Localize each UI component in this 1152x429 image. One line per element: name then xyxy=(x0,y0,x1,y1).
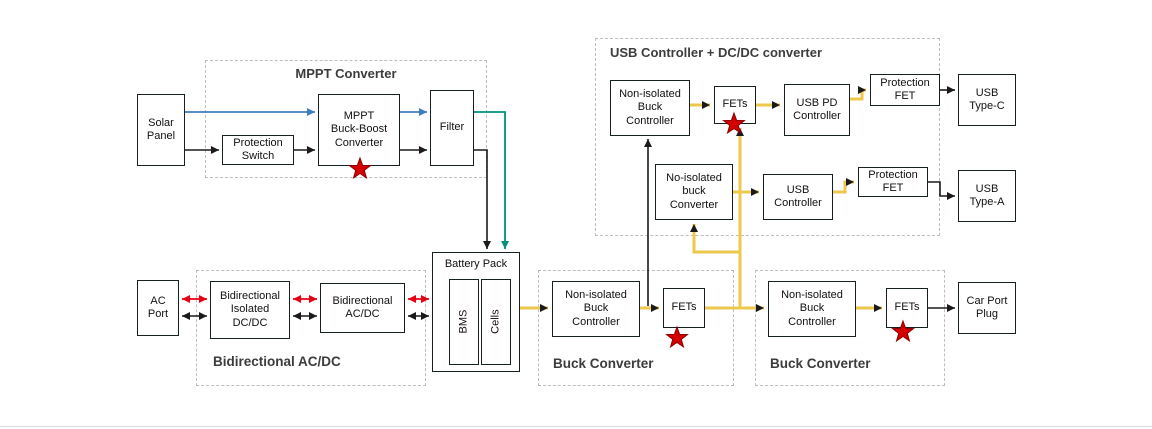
group-title-buck-right: Buck Converter xyxy=(770,356,871,371)
group-usb-dcdc: USB Controller + DC/DC converter xyxy=(595,38,940,236)
block-buck-mid-controller: Non-isolated Buck Controller xyxy=(552,281,640,337)
bms-label: BMS xyxy=(457,310,470,334)
group-title-usb: USB Controller + DC/DC converter xyxy=(610,45,823,60)
block-car-port-plug: Car Port Plug xyxy=(958,282,1016,334)
block-usb-type-a: USB Type-A xyxy=(958,170,1016,222)
block-cells: Cells xyxy=(481,279,511,365)
block-ac-port: AC Port xyxy=(137,280,179,336)
block-protection-switch: Protection Switch xyxy=(222,135,294,165)
block-bidirectional-acdc: Bidirectional AC/DC xyxy=(320,283,405,333)
group-buck-converter-mid: Buck Converter xyxy=(538,270,734,386)
block-protection-fet-top: Protection FET xyxy=(870,74,940,106)
block-bms: BMS xyxy=(449,279,479,365)
bottom-divider xyxy=(0,426,1152,427)
block-solar-panel: Solar Panel xyxy=(137,94,185,166)
block-usb-type-c: USB Type-C xyxy=(958,74,1016,126)
block-filter: Filter xyxy=(430,90,474,166)
group-title-buck-mid: Buck Converter xyxy=(553,356,654,371)
block-battery-pack: Battery Pack BMS Cells xyxy=(432,252,520,372)
block-usb-controller: USB Controller xyxy=(763,174,833,220)
block-usb-fets: FETs xyxy=(714,86,756,124)
block-mppt-buck-boost-converter: MPPT Buck-Boost Converter xyxy=(318,94,400,166)
group-buck-converter-right: Buck Converter xyxy=(755,270,945,386)
cells-label: Cells xyxy=(489,309,502,335)
block-usb-buck-controller: Non-isolated Buck Controller xyxy=(610,80,690,136)
block-buck-right-fets: FETs xyxy=(886,288,928,328)
group-bidirectional-acdc: Bidirectional AC/DC xyxy=(196,270,426,386)
block-no-isolated-buck-converter: No-isolated buck Converter xyxy=(655,164,733,220)
group-title-acdc: Bidirectional AC/DC xyxy=(213,354,341,369)
block-buck-mid-fets: FETs xyxy=(663,288,705,328)
block-usb-pd-controller: USB PD Controller xyxy=(784,84,850,136)
block-protection-fet-bottom: Protection FET xyxy=(858,167,928,197)
block-bidirectional-isolated-dcdc: Bidirectional Isolated DC/DC xyxy=(210,281,290,339)
battery-pack-label: Battery Pack xyxy=(444,258,508,270)
block-buck-right-controller: Non-isolated Buck Controller xyxy=(768,281,856,337)
group-title-mppt: MPPT Converter xyxy=(295,66,397,81)
